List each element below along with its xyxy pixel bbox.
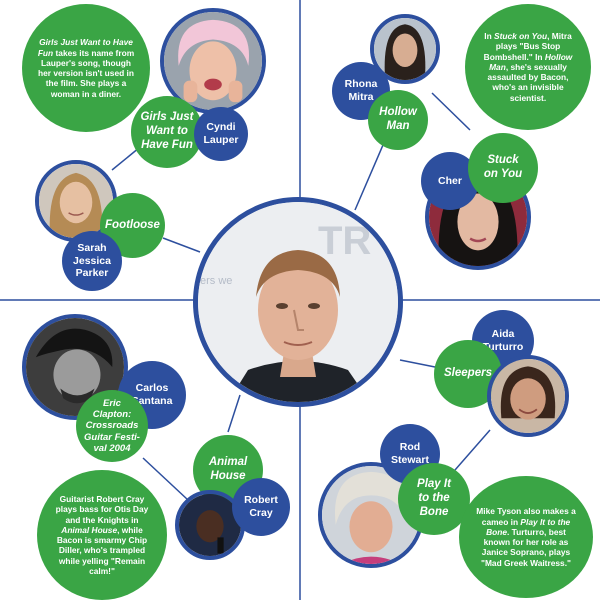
connector-animalhouse — [227, 394, 241, 433]
connector-crossroads — [142, 457, 189, 501]
connector-playit — [454, 429, 491, 471]
kevin-bacon-portrait: TR ers we — [198, 202, 398, 402]
person-robert-cray: Robert Cray — [232, 478, 290, 536]
photo-cyndi-lauper — [160, 8, 266, 114]
person-sarah-jessica-parker: Sarah Jessica Parker — [62, 231, 122, 291]
center-photo-kevin-bacon: TR ers we — [193, 197, 403, 407]
cyndi-lauper-portrait — [164, 12, 262, 110]
note-mitra: In Stuck on You, Mitra plays "Bus Stop B… — [465, 4, 591, 130]
connector-footloose — [162, 237, 201, 253]
rhona-mitra-portrait — [374, 18, 436, 80]
note-lauper-title: Girls Just Want to Have Fun — [37, 37, 133, 58]
photo-aida-turturro — [487, 355, 569, 437]
note-lauper-text: takes its name from Lauper's song, thoug… — [37, 47, 135, 99]
film-girls-just-want-to-have-fun: Girls Just Want to Have Fun — [131, 96, 203, 168]
connector-hollowman — [354, 144, 384, 211]
backdrop-text: TR — [318, 219, 371, 263]
robert-cray-portrait — [179, 494, 241, 556]
note-lauper: Girls Just Want to Have Fun takes its na… — [22, 4, 150, 132]
connector-sleepers — [399, 359, 441, 369]
person-cyndi-lauper: Cyndi Lauper — [194, 107, 248, 161]
aida-turturro-portrait — [491, 359, 565, 433]
backdrop-text-small: ers we — [200, 275, 232, 287]
film-stuck-on-you: Stuck on You — [468, 133, 538, 203]
film-play-it-to-the-bone: Play It to the Bone — [398, 463, 470, 535]
film-eric-clapton-crossroads: Eric Clapton: Crossroads Guitar Festi- v… — [76, 390, 148, 462]
note-stewart: Mike Tyson also makes a cameo in Play It… — [459, 476, 593, 598]
note-cray: Guitarist Robert Cray plays bass for Oti… — [37, 470, 167, 600]
photo-rhona-mitra — [370, 14, 440, 84]
connector-mitra-cher — [431, 92, 471, 131]
film-hollow-man: Hollow Man — [368, 90, 428, 150]
